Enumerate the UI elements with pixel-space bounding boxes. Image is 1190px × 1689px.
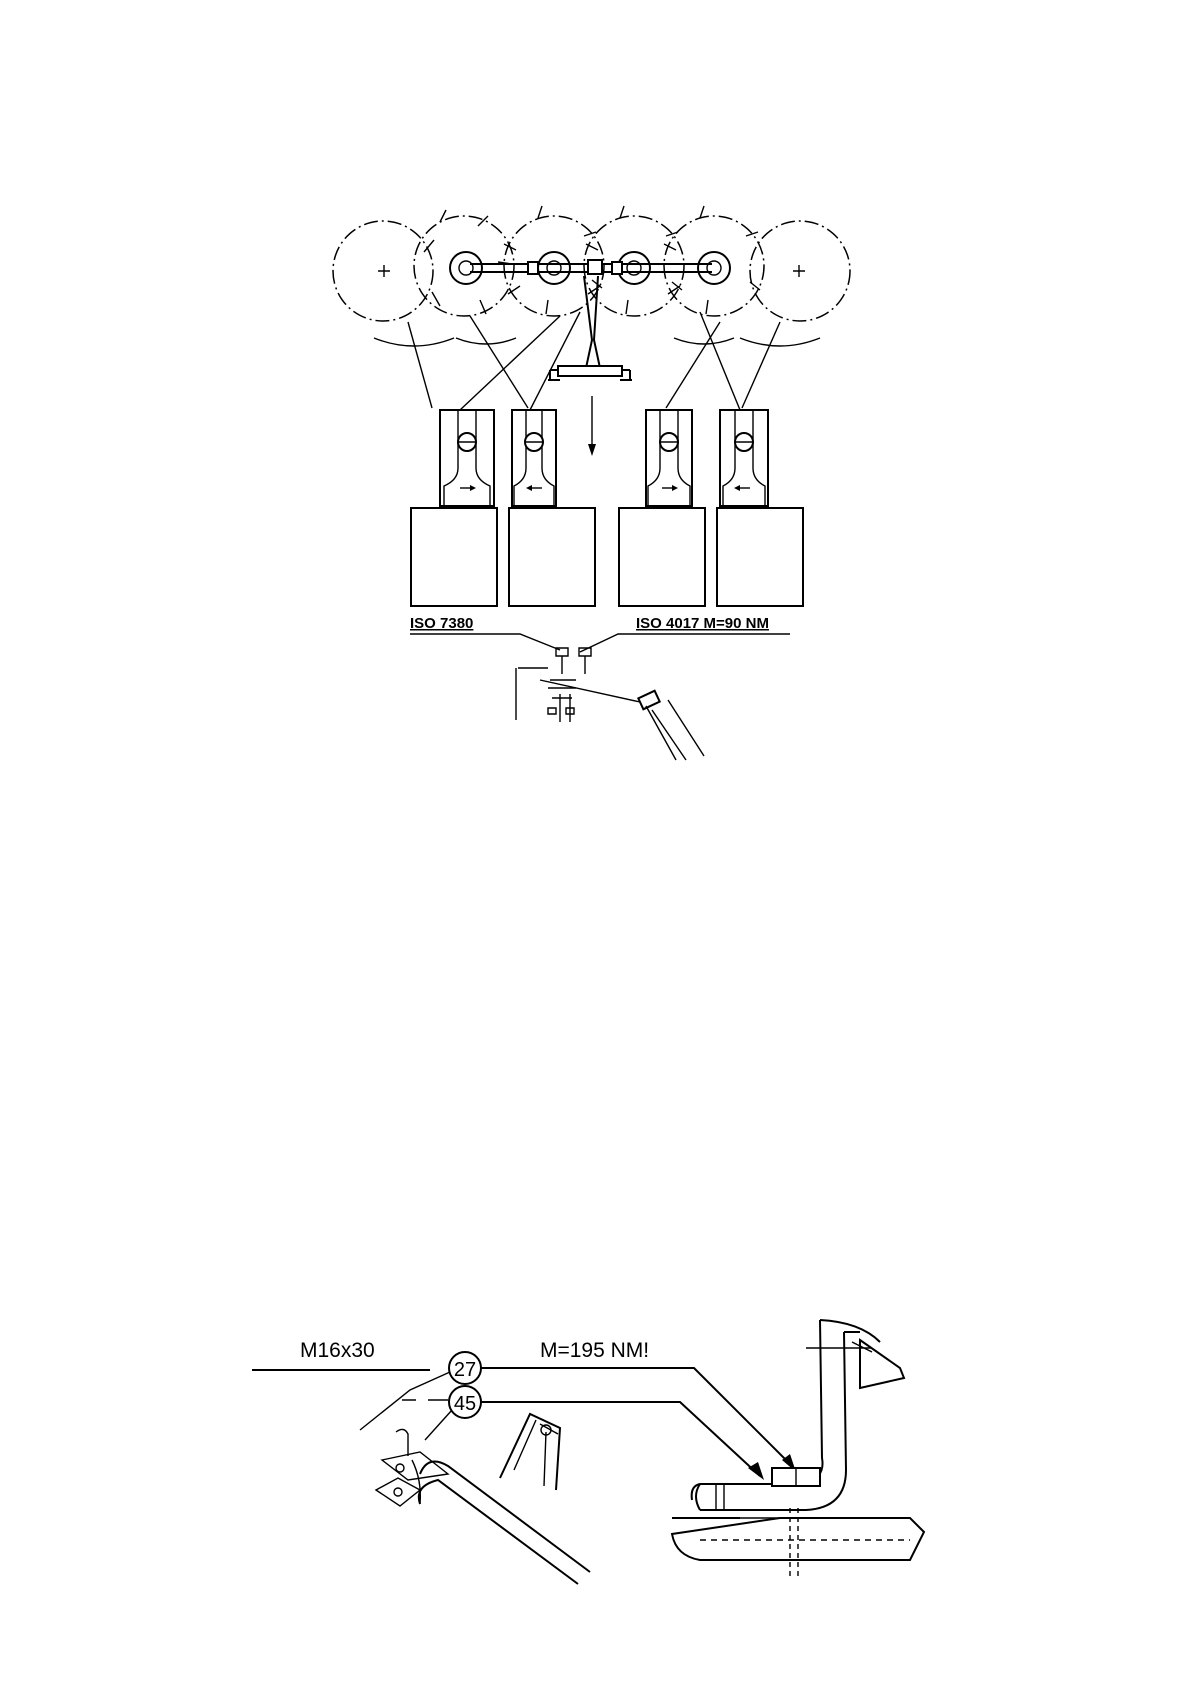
blade-detail-3 xyxy=(646,410,692,506)
mower-layout-diagram: ISO 7380 ISO 4017 M=90 NM xyxy=(333,206,850,760)
blade-detail-4 xyxy=(720,410,768,506)
empty-label-box-4 xyxy=(717,508,803,606)
callout-27-text: 27 xyxy=(454,1359,476,1381)
leader-27-left xyxy=(360,1372,450,1430)
bar-joint-1 xyxy=(528,262,538,274)
label-torque-195: M=195 NM! xyxy=(540,1339,649,1362)
mounting-diagram: M16x30 M=195 NM! 27 45 xyxy=(252,1320,924,1584)
right-frame-assembly xyxy=(672,1320,924,1578)
empty-label-box-2 xyxy=(509,508,595,606)
leader-45-right xyxy=(481,1402,760,1476)
leader-45-left xyxy=(425,1410,452,1440)
leader-iso-7380 xyxy=(410,634,560,650)
empty-label-box-1 xyxy=(411,508,497,606)
blade-detail-1 xyxy=(440,410,494,506)
label-iso-7380: ISO 7380 xyxy=(410,615,473,632)
plus-mark-right xyxy=(793,265,805,277)
arrow-45 xyxy=(748,1462,764,1480)
left-bracket-assembly xyxy=(376,1414,590,1584)
callout-45-text: 45 xyxy=(454,1393,476,1415)
hitch-box xyxy=(558,366,622,376)
blade-detail-2 xyxy=(512,410,556,506)
label-iso-4017-torque: ISO 4017 M=90 NM xyxy=(636,615,769,632)
bolt-detail xyxy=(516,648,704,760)
plus-mark-left xyxy=(378,265,390,277)
label-m16x30: M16x30 xyxy=(300,1339,375,1362)
center-support xyxy=(584,276,600,368)
empty-label-box-3 xyxy=(619,508,705,606)
travel-direction-arrow-head xyxy=(588,444,596,456)
bar-joint-2 xyxy=(588,260,602,274)
leader-iso-4017 xyxy=(580,634,790,652)
bar-joint-3 xyxy=(612,262,622,274)
rotation-arcs xyxy=(374,338,820,346)
